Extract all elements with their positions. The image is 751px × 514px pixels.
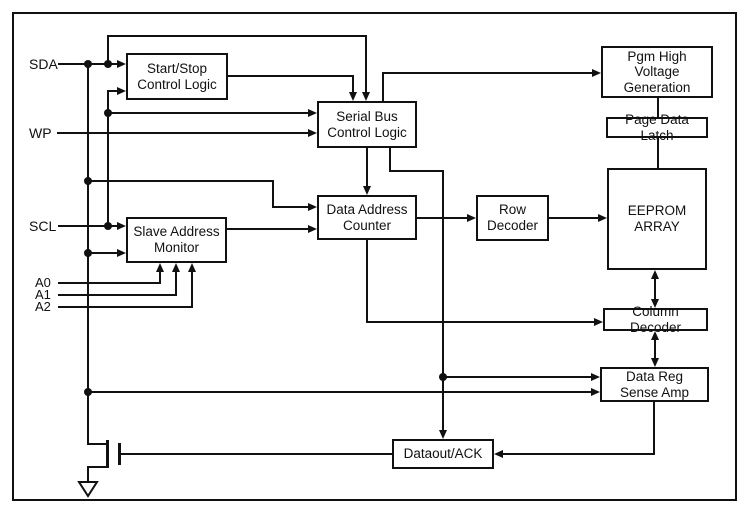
wire-sda-to-top — [107, 35, 109, 64]
pin-label-a2: A2 — [35, 299, 51, 314]
junction-dot — [84, 249, 92, 257]
mosfet-drain-wire — [87, 443, 108, 445]
block-start-stop-control-logic: Start/Stop Control Logic — [126, 53, 228, 100]
wire-top-sda-serial-drop — [365, 35, 367, 92]
arrowhead — [117, 60, 126, 68]
wire-eeprom-columndecoder — [654, 277, 656, 300]
wire-startstop-to-serialbus — [228, 75, 354, 77]
pin-label-scl: SCL — [29, 218, 57, 234]
wire-columndecoder-datareg — [654, 338, 656, 360]
pin-label-sda: SDA — [29, 56, 58, 72]
arrowhead — [651, 358, 659, 367]
pin-label-wp: WP — [29, 125, 52, 141]
wire-serialbus-data-rail — [389, 170, 444, 172]
arrowhead — [594, 318, 603, 326]
block-pgm-high-voltage-generation: Pgm High Voltage Generation — [601, 46, 713, 98]
arrowhead — [592, 69, 601, 77]
arrowhead — [598, 214, 607, 222]
arrowhead — [651, 299, 659, 308]
wire-serialbus-to-pgm — [382, 72, 384, 102]
block-data-reg-sense-amp: Data Reg Sense Amp — [600, 367, 709, 402]
wire-a2 — [58, 306, 193, 308]
arrowhead — [308, 203, 317, 211]
wire-datareg-to-dataout — [653, 402, 655, 455]
diagram-border — [12, 12, 737, 501]
wire-a1 — [175, 271, 177, 296]
wire-top-sda-serial — [107, 35, 367, 37]
block-column-decoder: Column Decoder — [603, 304, 708, 335]
block-serial-bus-control-logic: Serial Bus Control Logic — [317, 101, 417, 148]
wire-scl-rail — [107, 90, 109, 227]
wire-dac-to-columndecoder — [366, 321, 595, 323]
wire-wp — [57, 132, 309, 134]
arrowhead — [308, 129, 317, 137]
mosfet-source-wire — [87, 466, 89, 482]
junction-dot — [84, 60, 92, 68]
wire-dac-to-rowdecoder — [417, 217, 468, 219]
block-data-address-counter: Data Address Counter — [317, 195, 417, 240]
mosfet-channel-bar — [106, 440, 109, 468]
arrowhead — [439, 430, 447, 439]
arrowhead — [308, 225, 317, 233]
wire-serialbus-to-dac — [366, 148, 368, 187]
pin-label-a1: A1 — [35, 287, 51, 302]
junction-dot — [84, 388, 92, 396]
wire-dac-to-columndecoder — [366, 240, 368, 323]
arrowhead — [494, 450, 503, 458]
wire-pgm-to-pagelatch — [657, 98, 659, 118]
wire-serialbus-data-rail — [389, 148, 391, 172]
junction-dot — [84, 177, 92, 185]
wire-datareg-to-dataout — [503, 453, 654, 455]
wire-serialbus-data-rail — [442, 170, 444, 431]
arrowhead — [156, 263, 164, 272]
wire-monitor-to-dac — [227, 228, 309, 230]
wire-serialbus-to-pgm — [382, 72, 593, 74]
wire-a1 — [58, 294, 177, 296]
junction-dot — [439, 373, 447, 381]
arrowhead — [591, 373, 600, 381]
mosfet-gate-bar — [118, 443, 121, 465]
arrowhead — [363, 186, 371, 195]
wire-scl-to-serialbus — [107, 112, 309, 114]
pin-label-a0: A0 — [35, 275, 51, 290]
arrowhead — [362, 92, 370, 101]
block-slave-address-monitor: Slave Address Monitor — [126, 217, 227, 263]
mosfet-source-wire — [87, 466, 108, 468]
block-dataout-ack: Dataout/ACK — [392, 439, 494, 469]
junction-dot — [104, 222, 112, 230]
arrowhead — [591, 388, 600, 396]
junction-dot — [104, 109, 112, 117]
wire-sda-to-datareg — [87, 391, 592, 393]
arrowhead — [651, 331, 659, 340]
wire-data-to-datareg — [442, 376, 592, 378]
block-page-data-latch: Page Data Latch — [606, 112, 708, 143]
wire-scl-to-startstop — [107, 90, 118, 92]
ground-icon — [77, 481, 99, 498]
wire-a0 — [159, 271, 161, 284]
arrowhead — [117, 87, 126, 95]
arrowhead — [467, 214, 476, 222]
wire-pagelatch-to-eeprom — [657, 137, 659, 168]
wire-a2 — [191, 271, 193, 308]
block-row-decoder: Row Decoder — [476, 195, 549, 241]
block-eeprom-array: EEPROM ARRAY — [607, 168, 707, 270]
arrowhead — [117, 222, 126, 230]
wire-sda-to-monitor — [87, 252, 118, 254]
wire-rowdecoder-to-eeprom — [549, 217, 599, 219]
wire-sda-to-dac — [87, 180, 274, 182]
arrowhead — [308, 109, 317, 117]
wire-startstop-to-serialbus — [352, 75, 354, 92]
arrowhead — [349, 92, 357, 101]
arrowhead — [651, 270, 659, 279]
wire-dataout-to-gate — [121, 453, 392, 455]
junction-dot — [104, 60, 112, 68]
wire-a0 — [58, 282, 161, 284]
arrowhead — [117, 249, 126, 257]
arrowhead — [188, 263, 196, 272]
wire-sda-to-dac — [272, 206, 309, 208]
arrowhead — [172, 263, 180, 272]
wire-sda-to-dac — [272, 180, 274, 208]
